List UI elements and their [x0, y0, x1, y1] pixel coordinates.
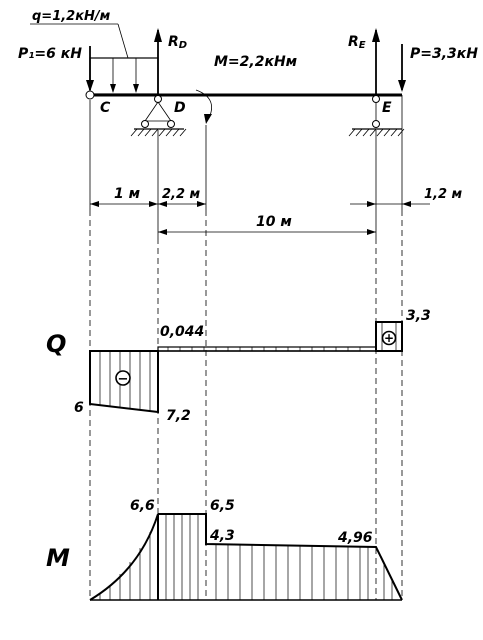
point-e-label: E	[382, 100, 392, 116]
q-negative-hatch	[99, 351, 151, 411]
q-value-after-d: 0,044	[160, 324, 204, 340]
q-negative-sign-text: −	[118, 372, 129, 387]
dim-arrow	[149, 201, 158, 207]
m-hatch	[99, 514, 393, 600]
m-value-d: 6,6	[130, 498, 155, 514]
q-arrow-head	[110, 84, 116, 93]
re-label: RE	[348, 34, 366, 51]
dim-arrow	[158, 201, 167, 207]
support-e	[348, 95, 405, 137]
hinge	[372, 95, 380, 103]
m-value-before-moment: 6,5	[210, 498, 235, 514]
m-value-e: 4,96	[337, 530, 373, 546]
moment-diagram: M	[46, 498, 403, 601]
q-negative-region	[89, 350, 159, 414]
moment-title: M	[46, 544, 70, 572]
q-small-positive-hatch	[167, 347, 361, 351]
beam-scheme: q=1,2кН/м P₁=6 кН RD M=2,2кНм RE P=3,3кН…	[18, 9, 478, 137]
shear-diagram: Q −	[46, 308, 431, 424]
rd-label: RD	[168, 34, 187, 51]
support-d	[130, 95, 187, 137]
m-outline	[158, 513, 403, 601]
q-arrow-head	[133, 84, 139, 93]
dim-arrow	[197, 201, 206, 207]
ground-hatch	[348, 128, 405, 137]
q-label: q=1,2кН/м	[32, 9, 111, 24]
rd-arrow-head	[154, 28, 162, 42]
point-c-label: C	[100, 100, 111, 116]
q-negative-sign	[115, 370, 131, 386]
dim-arrow	[402, 201, 411, 207]
m-value-after-moment: 4,3	[209, 528, 235, 544]
q-value-e: 3,3	[406, 308, 431, 324]
moment-arrow-head	[204, 114, 212, 124]
shear-title: Q	[46, 330, 66, 358]
p1-arrow-head	[86, 80, 94, 92]
dimensions: 1 м 2,2 м 1,2 м 10 м	[89, 95, 463, 238]
hinge	[141, 120, 149, 128]
q-positive-sign-text: +	[384, 331, 394, 345]
p-arrow-head	[398, 80, 406, 92]
m-parabola-region	[89, 513, 159, 601]
p-label: P=3,3кН	[410, 46, 478, 62]
p1-label: P₁=6 кН	[18, 46, 82, 62]
support-link	[157, 101, 172, 122]
dim-arrow	[367, 229, 376, 235]
hinge	[372, 120, 380, 128]
q-leader	[117, 23, 129, 59]
dim-2-2m-label: 2,2 м	[162, 187, 201, 202]
hinge	[167, 120, 175, 128]
moment-label: M=2,2кНм	[214, 54, 297, 70]
dim-1m-label: 1 м	[114, 186, 140, 202]
q-value-left: 6	[74, 400, 84, 416]
ground-hatch	[130, 128, 187, 137]
q-positive-region	[375, 321, 403, 352]
support-link	[144, 101, 159, 122]
re-arrow-head	[372, 28, 380, 42]
dim-arrow	[158, 229, 167, 235]
distributed-load-area	[89, 57, 159, 95]
point-d-label: D	[174, 100, 186, 116]
hinge	[154, 95, 162, 103]
dim-arrow	[90, 201, 99, 207]
q-positive-sign	[381, 330, 397, 346]
q-value-before-d: 7,2	[166, 408, 191, 424]
point-c-marker	[85, 90, 95, 100]
dim-10m-label: 10 м	[256, 214, 292, 230]
dim-arrow	[367, 201, 376, 207]
dim-1-2m-label: 1,2 м	[424, 187, 463, 202]
